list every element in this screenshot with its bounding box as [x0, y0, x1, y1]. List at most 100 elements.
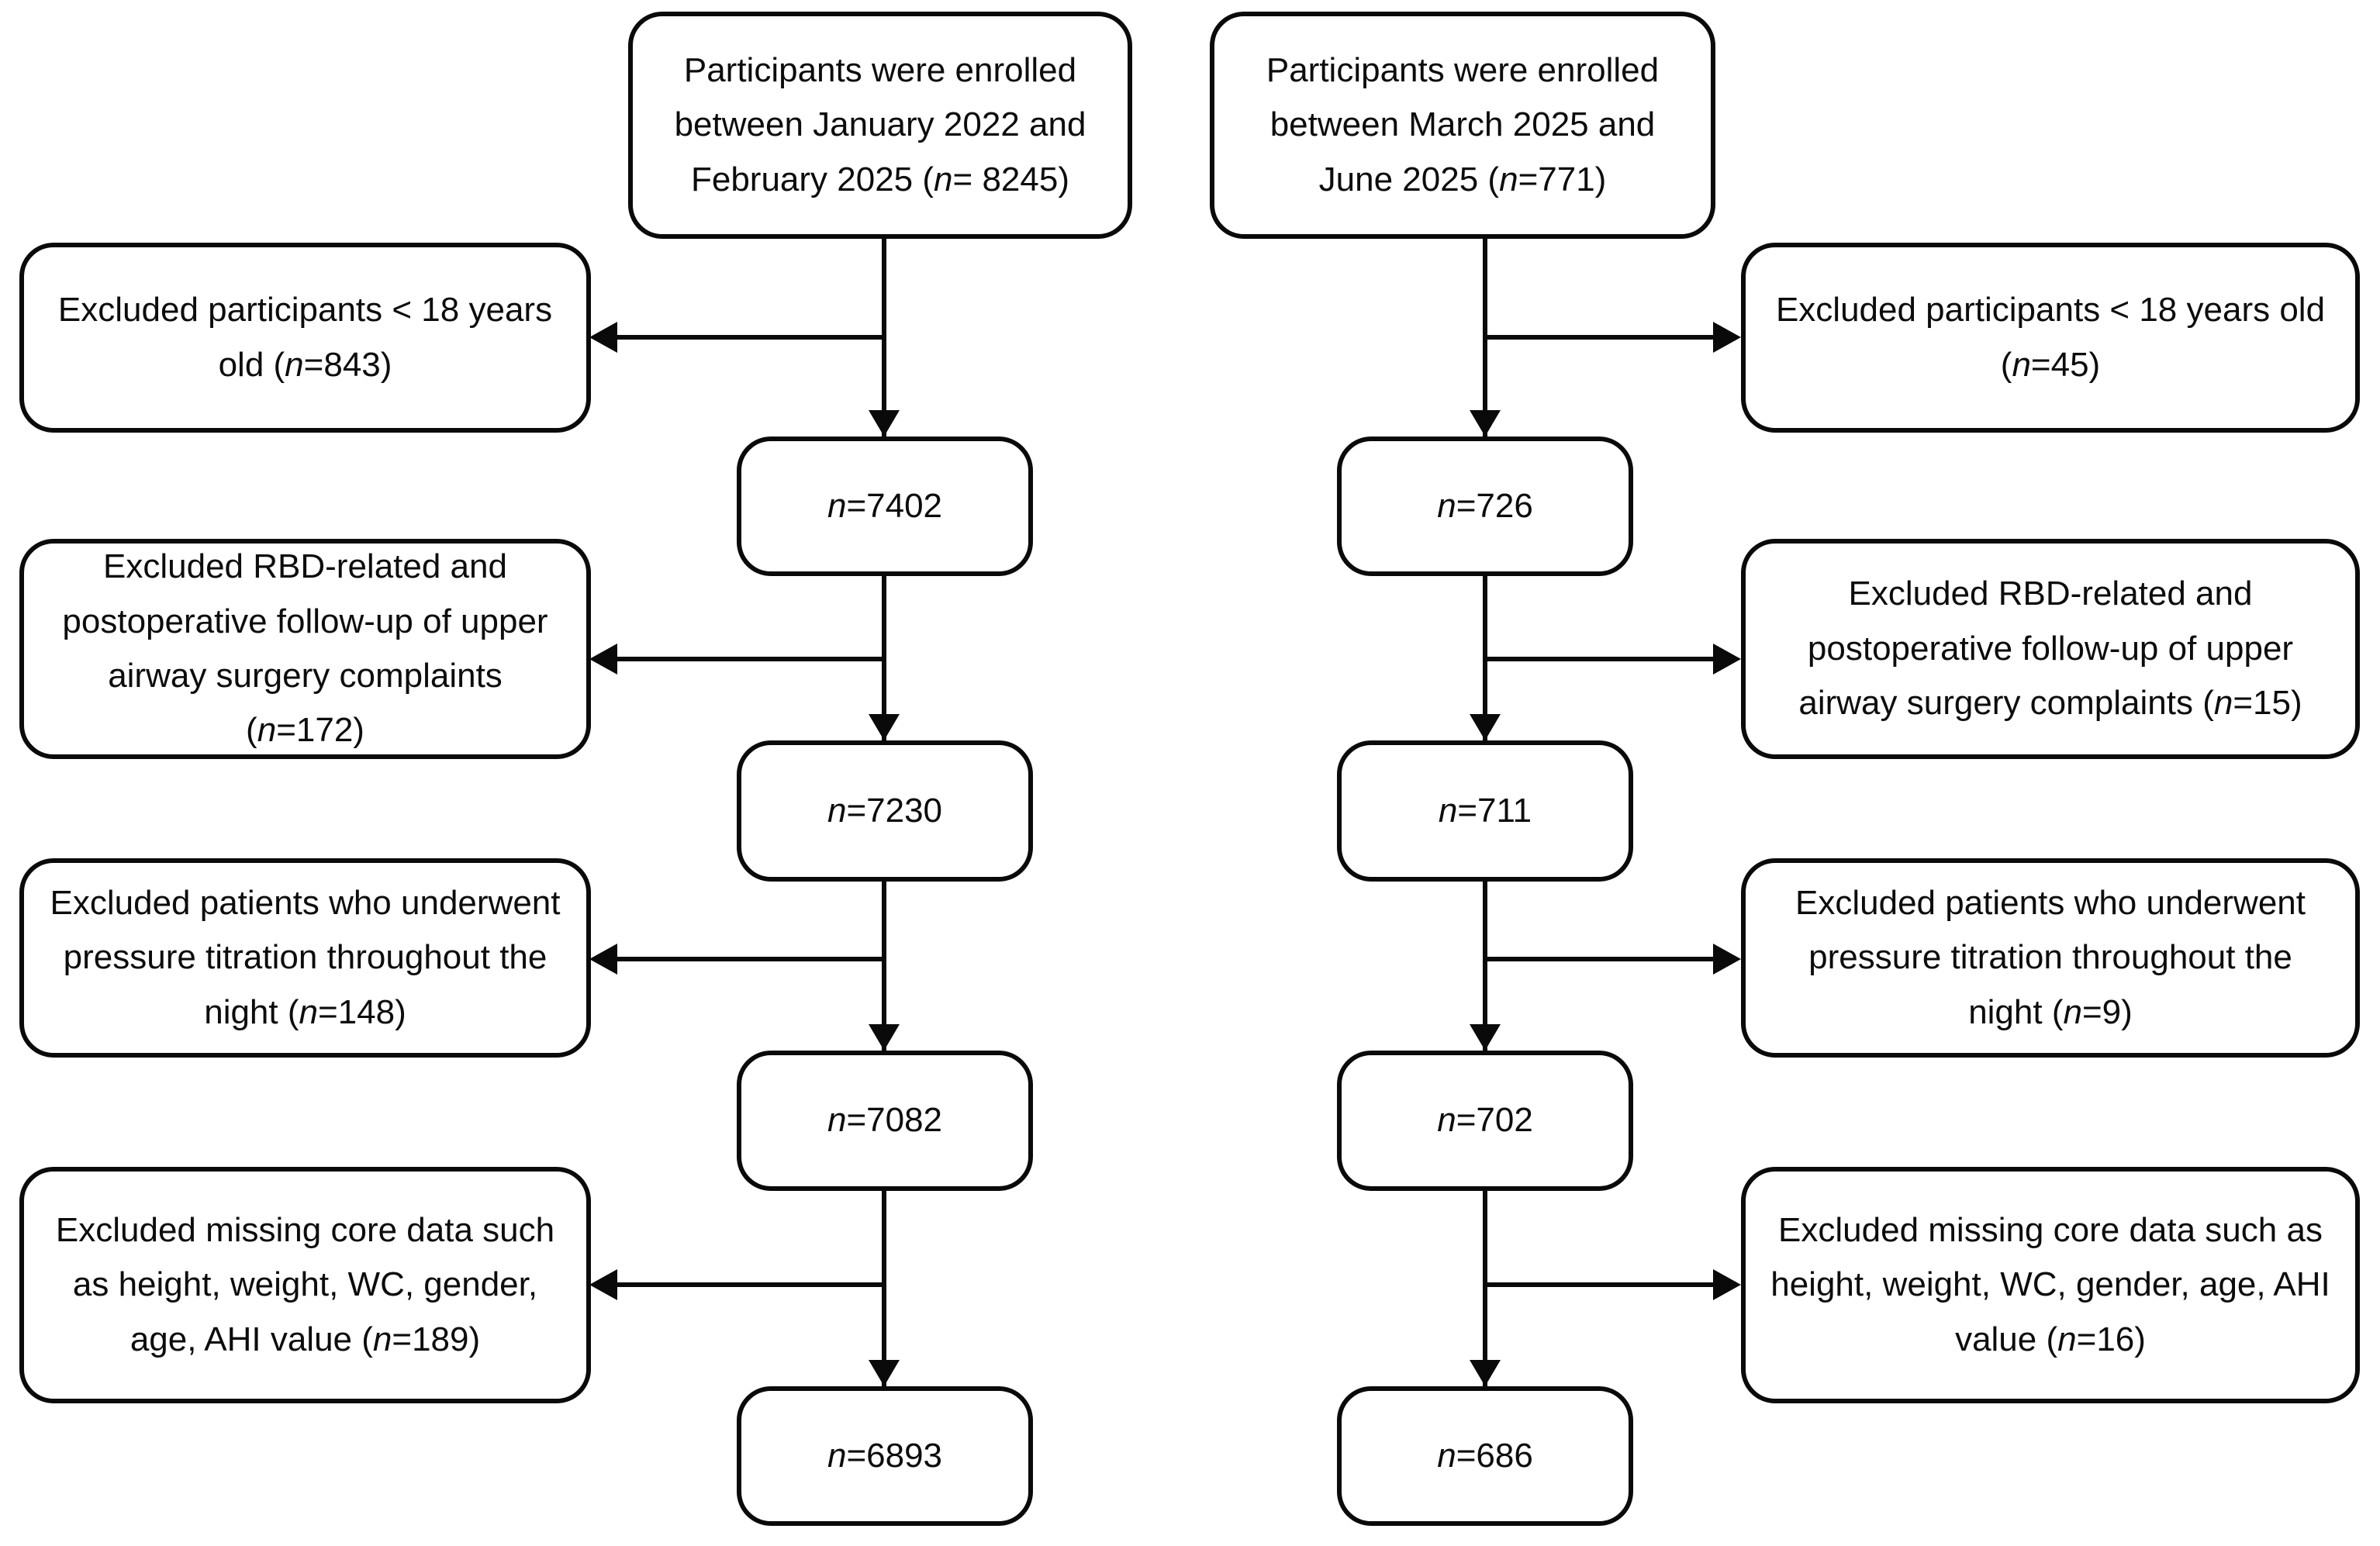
- exclusion-text-post: =189): [392, 1320, 481, 1358]
- cohort2-branch-line-1: [1485, 335, 1718, 340]
- enrollment-text-pre: Participants were enrolled between Janua…: [674, 50, 1086, 198]
- exclusion-text-post: =45): [2030, 345, 2101, 384]
- exclusion-text-post: =16): [2076, 1320, 2146, 1358]
- cohort1-connector-v2: [882, 575, 886, 742]
- cohort1-exclusion-box-rbd: Excluded RBD-related and postoperative f…: [19, 539, 591, 759]
- cohort2-exclusion-box-age: Excluded participants < 18 years old (n=…: [1741, 243, 2360, 433]
- count-value: =7402: [846, 486, 943, 525]
- count-value: =711: [1457, 791, 1532, 830]
- cohort1-count-box-1: n=7402: [737, 437, 1033, 576]
- cohort1-branch-line-3: [614, 957, 884, 961]
- n-variable: n: [2057, 1320, 2077, 1358]
- count-value: =726: [1456, 486, 1533, 525]
- n-variable: n: [827, 1436, 847, 1475]
- n-variable: n: [2012, 345, 2031, 384]
- exclusion-text-post: =172): [276, 711, 364, 750]
- n-variable: n: [285, 345, 304, 384]
- cohort1-connector-v4: [882, 1189, 886, 1388]
- cohort1-enrollment-box: Participants were enrolled between Janua…: [628, 12, 1132, 239]
- exclusion-text: Excluded RBD-related and postoperative f…: [47, 540, 563, 758]
- count-text: n=7082: [827, 1093, 942, 1147]
- cohort2-count-box-2: n=711: [1337, 740, 1633, 882]
- n-variable: n: [827, 1101, 847, 1140]
- cohort1-branch-line-4: [614, 1282, 884, 1287]
- cohort1-enrollment-text: Participants were enrolled between Janua…: [656, 43, 1104, 207]
- exclusion-text-pre: Excluded missing core data such as heigh…: [55, 1210, 555, 1358]
- arrow-down-icon: [869, 714, 900, 740]
- cohort2-count-box-3: n=702: [1337, 1051, 1633, 1191]
- cohort1-count-box-4: n=6893: [737, 1386, 1033, 1526]
- arrow-left-icon: [589, 944, 617, 975]
- exclusion-text-post: =15): [2233, 684, 2302, 723]
- n-variable: n: [1437, 1436, 1456, 1475]
- exclusion-text-pre: Excluded missing core data such as heigh…: [1770, 1210, 2330, 1358]
- cohort1-exclusion-box-missing-data: Excluded missing core data such as heigh…: [19, 1167, 591, 1403]
- arrow-down-icon: [869, 1360, 900, 1386]
- cohort1-connector-v3: [882, 880, 886, 1052]
- count-text: n=702: [1437, 1093, 1533, 1147]
- cohort2-enrollment-box: Participants were enrolled between March…: [1210, 12, 1715, 239]
- count-text: n=711: [1439, 784, 1532, 838]
- exclusion-text: Excluded patients who underwent pressure…: [47, 876, 563, 1040]
- count-value: =702: [1456, 1101, 1533, 1140]
- n-variable: n: [1437, 486, 1456, 525]
- exclusion-text-pre: Excluded patients who underwent pressure…: [1795, 883, 2306, 1031]
- arrow-down-icon: [1470, 410, 1501, 437]
- count-text: n=686: [1437, 1429, 1533, 1483]
- cohort2-count-box-4: n=686: [1337, 1386, 1633, 1526]
- n-variable: n: [827, 791, 847, 830]
- n-variable: n: [2213, 684, 2233, 723]
- n-variable: n: [2063, 992, 2082, 1031]
- cohort2-connector-v3: [1483, 880, 1487, 1052]
- arrow-left-icon: [589, 644, 617, 675]
- arrow-right-icon: [1713, 322, 1741, 353]
- cohort2-connector-v4: [1483, 1189, 1487, 1388]
- exclusion-text-pre: Excluded RBD-related and postoperative f…: [1798, 575, 2294, 723]
- cohort1-exclusion-box-titration: Excluded patients who underwent pressure…: [19, 858, 591, 1058]
- arrow-down-icon: [1470, 1360, 1501, 1386]
- n-variable: n: [1437, 1101, 1456, 1140]
- cohort1-branch-line-2: [614, 657, 884, 661]
- n-variable: n: [299, 992, 318, 1031]
- n-variable: n: [257, 711, 277, 750]
- cohort2-enrollment-text: Participants were enrolled between March…: [1238, 43, 1687, 207]
- exclusion-text-pre: Excluded RBD-related and postoperative f…: [62, 547, 548, 750]
- cohort2-exclusion-box-titration: Excluded patients who underwent pressure…: [1741, 858, 2360, 1058]
- cohort2-count-box-1: n=726: [1337, 437, 1633, 576]
- n-variable: n: [372, 1320, 392, 1358]
- arrow-left-icon: [589, 322, 617, 353]
- arrow-down-icon: [1470, 714, 1501, 740]
- cohort1-count-box-3: n=7082: [737, 1051, 1033, 1191]
- enrollment-text-post: = 8245): [952, 160, 1069, 198]
- exclusion-text-post: =9): [2081, 992, 2133, 1031]
- arrow-down-icon: [1470, 1024, 1501, 1051]
- enrollment-text-pre: Participants were enrolled between March…: [1266, 50, 1660, 198]
- n-variable: n: [1499, 160, 1518, 198]
- exclusion-text: Excluded patients who underwent pressure…: [1769, 876, 2332, 1040]
- exclusion-text-pre: Excluded patients who underwent pressure…: [50, 883, 561, 1031]
- cohort1-count-box-2: n=7230: [737, 740, 1033, 882]
- exclusion-text: Excluded missing core data such as heigh…: [1769, 1203, 2332, 1367]
- count-text: n=6893: [827, 1429, 942, 1483]
- arrow-right-icon: [1713, 1269, 1741, 1300]
- exclusion-text-post: =148): [318, 992, 406, 1031]
- cohort2-branch-line-4: [1485, 1282, 1718, 1287]
- count-text: n=726: [1437, 479, 1533, 533]
- count-text: n=7402: [827, 479, 942, 533]
- cohort2-branch-line-3: [1485, 957, 1718, 961]
- arrow-down-icon: [869, 1024, 900, 1051]
- n-variable: n: [934, 160, 953, 198]
- exclusion-text: Excluded missing core data such as heigh…: [47, 1203, 563, 1367]
- arrow-right-icon: [1713, 644, 1741, 675]
- n-variable: n: [1438, 791, 1458, 830]
- cohort1-exclusion-box-age: Excluded participants < 18 years old (n=…: [19, 243, 591, 433]
- cohort2-exclusion-box-missing-data: Excluded missing core data such as heigh…: [1741, 1167, 2360, 1403]
- count-value: =7230: [846, 791, 943, 830]
- arrow-down-icon: [869, 410, 900, 437]
- exclusion-text: Excluded participants < 18 years old (n=…: [1769, 283, 2332, 392]
- cohort1-branch-line-1: [614, 335, 884, 340]
- enrollment-text-post: =771): [1518, 160, 1607, 198]
- count-value: =7082: [846, 1101, 943, 1140]
- exclusion-text-post: =843): [303, 345, 392, 384]
- exclusion-text-pre: Excluded participants < 18 years old (: [57, 291, 553, 384]
